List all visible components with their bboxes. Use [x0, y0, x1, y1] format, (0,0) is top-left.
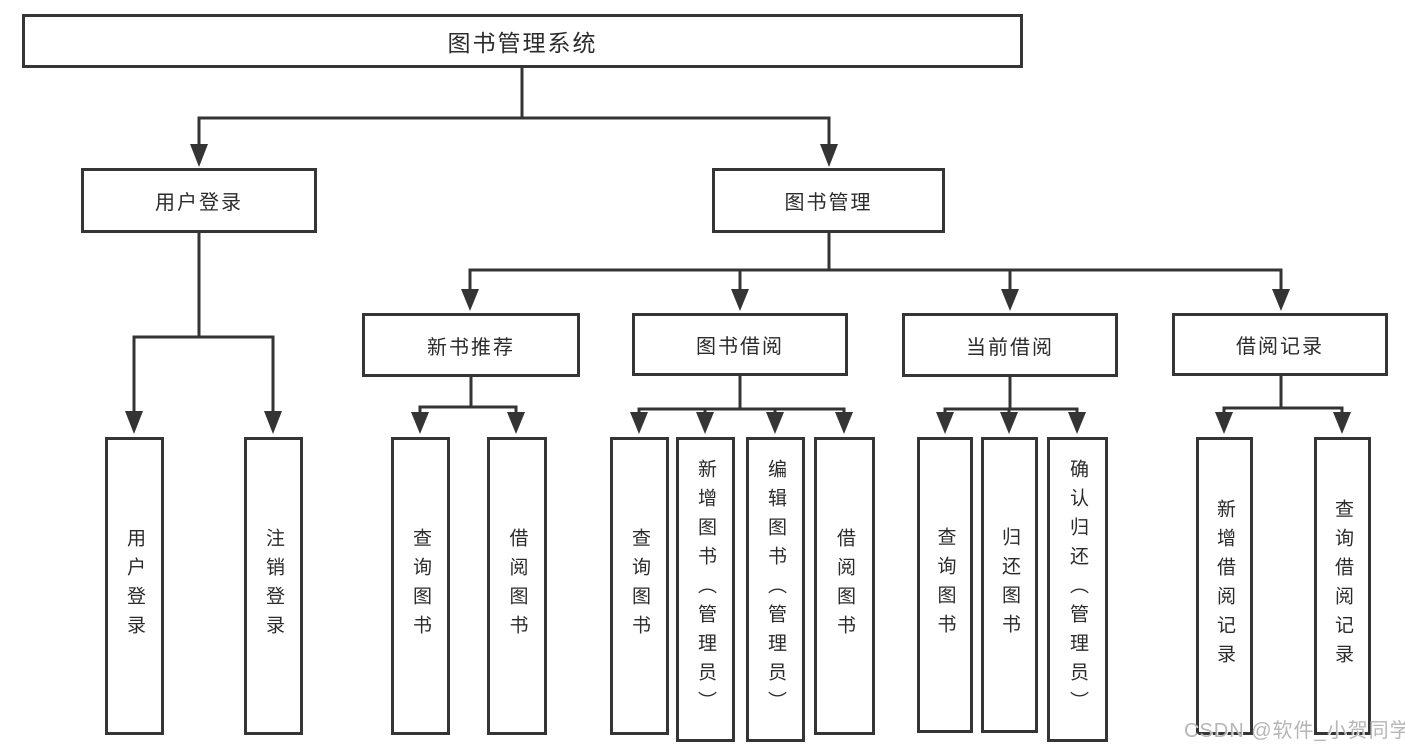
leaf-user-login: 用户登录: [105, 437, 164, 735]
node-user-login: 用户登录: [81, 168, 317, 233]
leaf-borrow-books: 借阅图书: [814, 437, 875, 735]
node-borrow-records: 借阅记录: [1172, 313, 1388, 376]
leaf-return-books: 归还图书: [981, 437, 1038, 733]
leaf-add-borrow-record: 新增借阅记录: [1196, 437, 1253, 735]
node-library-system-root: 图书管理系统: [22, 14, 1023, 68]
node-current-borrow: 当前借阅: [902, 313, 1118, 377]
node-new-book-recommend: 新书推荐: [362, 313, 580, 377]
leaf-query-borrow-record: 查询借阅记录: [1314, 437, 1371, 735]
leaf-query-books-recommend: 查询图书: [391, 437, 450, 735]
leaf-logout: 注销登录: [244, 437, 303, 735]
leaf-query-books-borrow: 查询图书: [610, 437, 669, 735]
leaf-add-book-admin: 新增图书（管理员）: [676, 437, 735, 742]
csdn-watermark: CSDN @软件_小贺同学: [1184, 720, 1405, 742]
node-book-borrow: 图书借阅: [632, 313, 848, 376]
node-book-management: 图书管理: [712, 168, 945, 233]
leaf-query-books-current: 查询图书: [917, 437, 973, 733]
leaf-borrow-books-recommend: 借阅图书: [487, 437, 547, 735]
leaf-confirm-return-admin: 确认归还（管理员）: [1047, 437, 1108, 742]
leaf-edit-book-admin: 编辑图书（管理员）: [746, 437, 805, 742]
